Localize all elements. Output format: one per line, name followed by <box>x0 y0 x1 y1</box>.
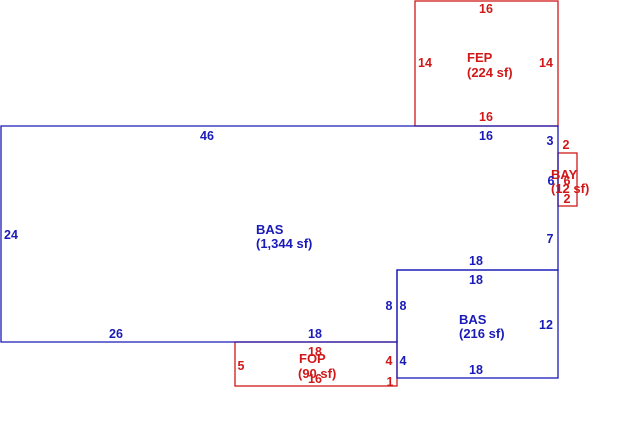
bas-main-area-size: (1,344 sf) <box>256 236 312 251</box>
fep-bottom-dimension: 16 <box>479 110 493 124</box>
fep-area-code: FEP <box>467 50 493 65</box>
bay-area-size: (12 sf) <box>551 181 589 196</box>
bay-top-dimension: 2 <box>563 138 570 152</box>
fep-top-dimension: 16 <box>479 2 493 16</box>
bas-main-bottom-dimension: 26 <box>109 327 123 341</box>
fop-right-dimension: 4 <box>386 354 393 368</box>
fop-top-dimension: 18 <box>308 345 322 359</box>
bas-main-right-lower-dimension: 7 <box>547 232 554 246</box>
fop-left-dimension: 5 <box>238 359 245 373</box>
fep-left-dimension: 14 <box>418 56 432 70</box>
fop-area-code: FOP <box>299 351 326 366</box>
bas-lower-right-dimension: 12 <box>539 318 553 332</box>
bas-lower-area-size: (216 sf) <box>459 326 505 341</box>
bas-main-left-dimension: 24 <box>4 228 18 242</box>
fep-area-size: (224 sf) <box>467 65 513 80</box>
bas-lower-outline <box>396 269 559 379</box>
bas-main-notch-top-dimension: 18 <box>469 254 483 268</box>
fop-bottom-right-dimension: 1 <box>387 375 394 389</box>
bas-main-right-upper-dimension: 3 <box>547 134 554 148</box>
bas-main-bottom-right-dimension: 18 <box>308 327 322 341</box>
fep-right-dimension: 14 <box>539 56 553 70</box>
bas-lower-left-upper-dimension: 8 <box>400 299 407 313</box>
bay-bottom-dimension: 2 <box>564 192 571 206</box>
bay-area-code: BAY <box>551 167 578 182</box>
bay-side-dimension: 6 <box>564 174 571 188</box>
bas-lower-left-lower-dimension: 4 <box>400 354 407 368</box>
bas-lower-area-code: BAS <box>459 312 487 327</box>
fop-bottom-dimension: 16 <box>308 372 322 386</box>
bas-main-notch-left-dimension: 8 <box>386 299 393 313</box>
bas-main-area-code: BAS <box>256 222 284 237</box>
bas-main-top-dimension: 46 <box>200 129 214 143</box>
fop-area-size: (90 sf) <box>298 366 336 381</box>
bas-lower-bottom-dimension: 18 <box>469 363 483 377</box>
bas-main-top-right-dimension: 16 <box>479 129 493 143</box>
bas-main-right-bay-dimension: 6 <box>548 174 555 188</box>
bas-lower-top-dimension: 18 <box>469 273 483 287</box>
